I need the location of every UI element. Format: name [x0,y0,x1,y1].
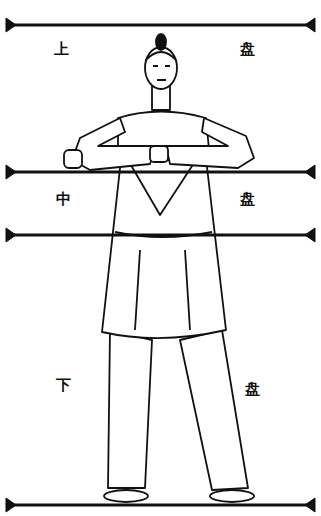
right-foot [210,490,254,502]
left-arm [72,118,156,170]
section-label: 盘 [238,190,257,209]
section-label: 盘 [238,40,257,59]
right-arm [166,118,254,168]
head [145,47,177,89]
left-leg [108,330,152,488]
robe [102,150,226,338]
section-label: 中 [54,190,73,209]
section-bar [8,24,313,27]
left-foot [104,490,148,502]
bar-cap [6,165,315,179]
robe-folds [135,250,190,330]
section-bar [8,504,313,507]
left-fist [64,150,82,168]
face [153,66,170,80]
center-fist [150,146,168,162]
section-label: 下 [54,376,73,395]
section-bar [8,171,313,174]
right-leg [180,330,248,490]
section-bars [6,18,315,512]
section-label: 上 [52,40,71,59]
bar-cap [6,228,315,242]
bar-cap [6,498,315,512]
bar-cap [6,18,315,32]
hairline [146,52,176,60]
robe-collar [128,160,196,215]
topknot [156,34,166,50]
section-bar [8,234,313,237]
section-label: 盘 [243,380,262,399]
